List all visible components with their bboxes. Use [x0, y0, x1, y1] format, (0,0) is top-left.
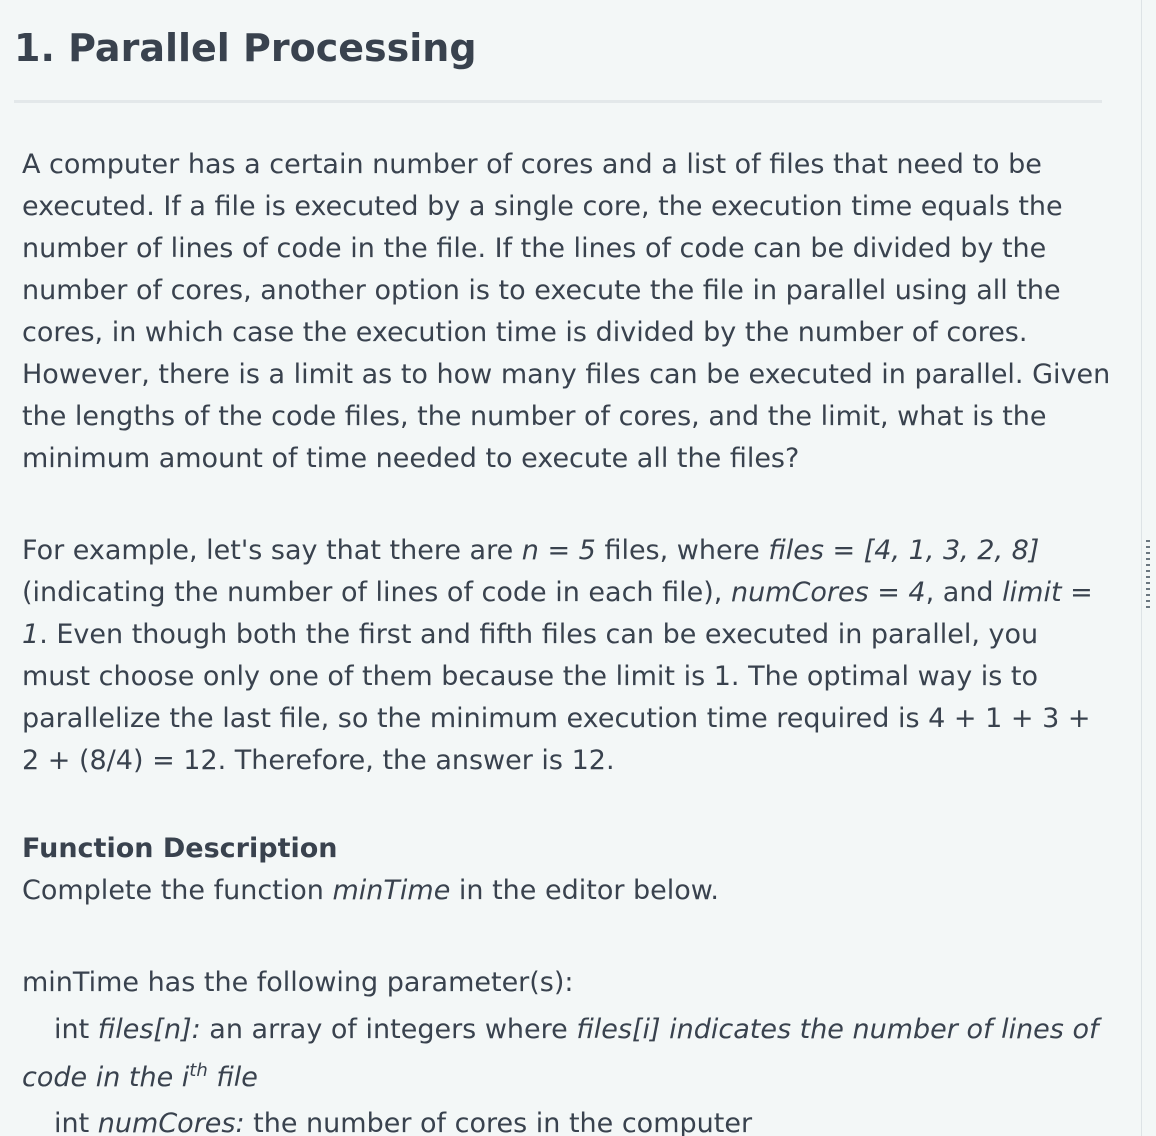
example-n: n = 5 [521, 535, 596, 566]
param-files-desc-italic-text: files[i] indicates the number of lines o… [22, 1014, 1099, 1093]
param-files-desc-italic: files[i] indicates the number of lines o… [22, 1014, 1098, 1093]
param-files-desc-end: file [207, 1062, 258, 1093]
example-text-3: (indicating the number of lines of code … [22, 577, 731, 608]
param-files-sup: th [189, 1060, 208, 1081]
problem-title: 1. Parallel Processing [14, 26, 477, 70]
example-files: files = [4, 1, 3, 2, 8] [768, 535, 1040, 566]
function-name: minTime [332, 875, 451, 906]
example-text-2: files, where [595, 535, 769, 566]
example-text-1: For example, let's say that there are [22, 535, 522, 566]
param-cores-type: int [54, 1108, 98, 1136]
example-text-5: . Even though both the first and fifth f… [22, 619, 1091, 776]
example-text-4: , and [925, 577, 1003, 608]
param-files-name: files[n]: [97, 1014, 201, 1045]
parameter-files: int files[n]: an array of integers where… [22, 1006, 1112, 1102]
function-description-heading: Function Description [22, 833, 338, 864]
example-limit: limit = 1 [22, 577, 1093, 650]
param-files-desc: an array of integers where [200, 1014, 577, 1045]
param-cores-desc: the number of cores in the computer [244, 1108, 753, 1136]
function-description-text: Complete the function minTime in the edi… [22, 870, 1112, 912]
function-text-before: Complete the function [22, 875, 333, 906]
parameters-intro: minTime has the following parameter(s): [22, 967, 574, 998]
problem-intro: A computer has a certain number of cores… [22, 149, 1111, 474]
title-divider [14, 100, 1102, 103]
problem-example: For example, let's say that there are n … [22, 530, 1112, 782]
function-text-after: in the editor below. [450, 875, 719, 906]
example-numcores: numCores = 4 [730, 577, 926, 608]
param-files-type: int [54, 1014, 98, 1045]
drag-grip-icon[interactable] [1146, 540, 1150, 612]
parameter-numcores: int numCores: the number of cores in the… [54, 1100, 1142, 1136]
param-cores-name: numCores: [97, 1108, 245, 1136]
panel-resize-handle[interactable] [1141, 0, 1156, 1136]
